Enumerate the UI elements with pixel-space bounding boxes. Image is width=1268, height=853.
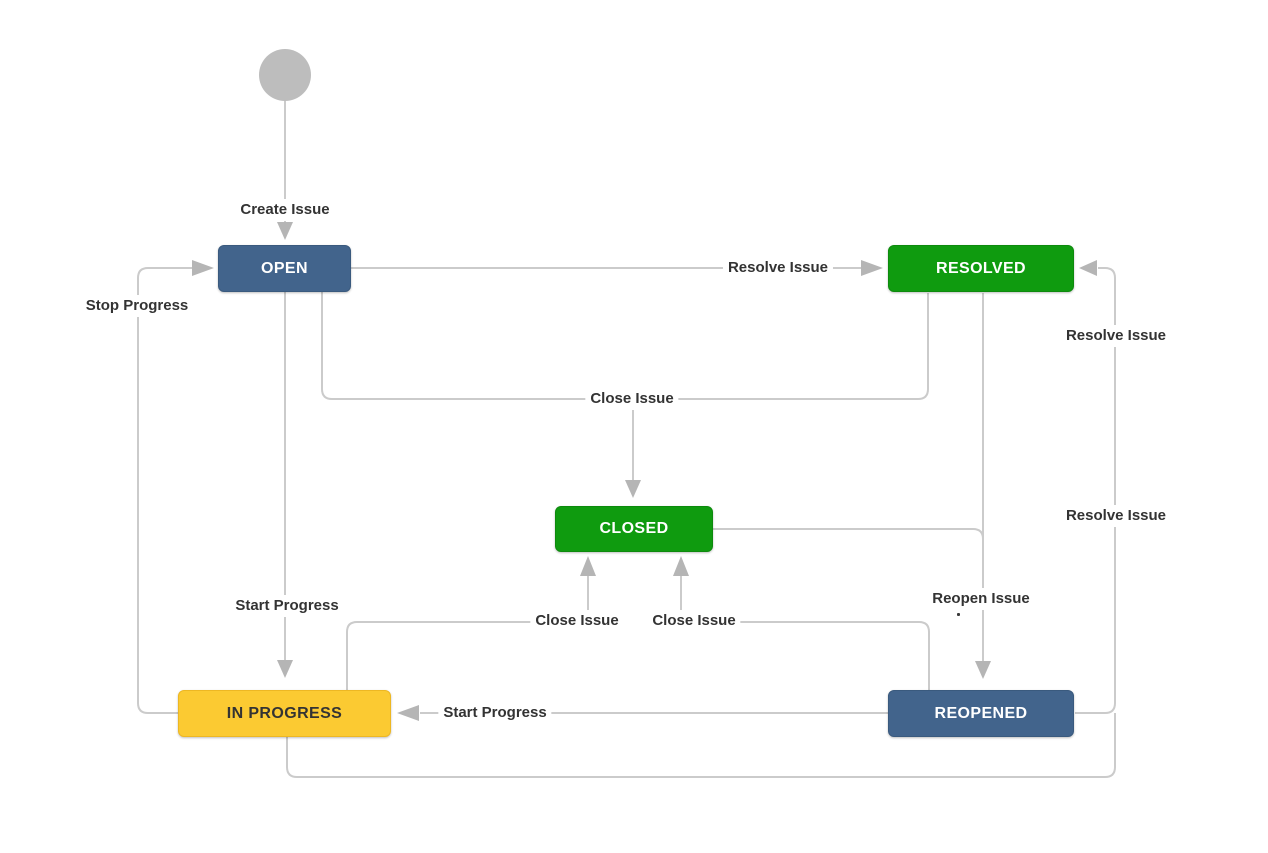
- arrowhead-start-into-inprogress-top: [277, 660, 293, 678]
- transition-label-close-issue-reopened[interactable]: Close Issue: [647, 610, 741, 632]
- arrowhead-close-into-closed-left: [580, 556, 596, 576]
- edge-inprogress-open: [137, 267, 192, 714]
- edge-reopened-resolved: [1075, 267, 1116, 714]
- node-open[interactable]: OPEN: [218, 245, 351, 292]
- edge-inprogress-resolved: [286, 713, 1116, 778]
- edge-open-resolved-close-rail: [321, 292, 929, 400]
- node-closed[interactable]: CLOSED: [555, 506, 713, 552]
- arrowhead-close-into-closed-right: [673, 556, 689, 576]
- transition-label-start-progress-open[interactable]: Start Progress: [230, 595, 344, 617]
- transition-label-create-issue[interactable]: Create Issue: [235, 199, 335, 221]
- arrowhead-close-into-closed-top: [625, 480, 641, 498]
- edge-inprogress-closed: [346, 575, 589, 690]
- arrowhead-start-into-inprogress-right: [397, 705, 419, 721]
- start-node-circle: [259, 49, 311, 101]
- arrowhead-stop-into-open: [192, 260, 214, 276]
- transition-label-resolve-issue-lower-right[interactable]: Resolve Issue: [1060, 505, 1172, 527]
- transition-label-start-progress-reopened[interactable]: Start Progress: [438, 702, 552, 724]
- node-resolved[interactable]: RESOLVED: [888, 245, 1074, 292]
- arrowhead-create-issue: [277, 222, 293, 240]
- arrowhead-reopen-into-reopened: [975, 661, 991, 679]
- transition-label-resolve-issue-open[interactable]: Resolve Issue: [722, 257, 834, 279]
- edge-reopened-closed: [680, 575, 930, 690]
- node-reopened[interactable]: REOPENED: [888, 690, 1074, 737]
- transition-label-stop-progress[interactable]: Stop Progress: [80, 295, 194, 317]
- transition-label-reopen-issue[interactable]: Reopen Issue: [927, 588, 1035, 610]
- node-in-progress[interactable]: IN PROGRESS: [178, 690, 391, 737]
- arrowhead-resolve-into-resolved: [861, 260, 883, 276]
- edge-closed-reopened: [713, 528, 984, 540]
- transition-label-resolve-issue-upper-right[interactable]: Resolve Issue: [1060, 325, 1172, 347]
- arrowhead-resolve-into-resolved-right: [1079, 260, 1097, 276]
- transition-label-close-issue-top[interactable]: Close Issue: [585, 388, 679, 410]
- transition-label-close-issue-inprogress[interactable]: Close Issue: [530, 610, 624, 632]
- stray-label-dot: [957, 613, 960, 616]
